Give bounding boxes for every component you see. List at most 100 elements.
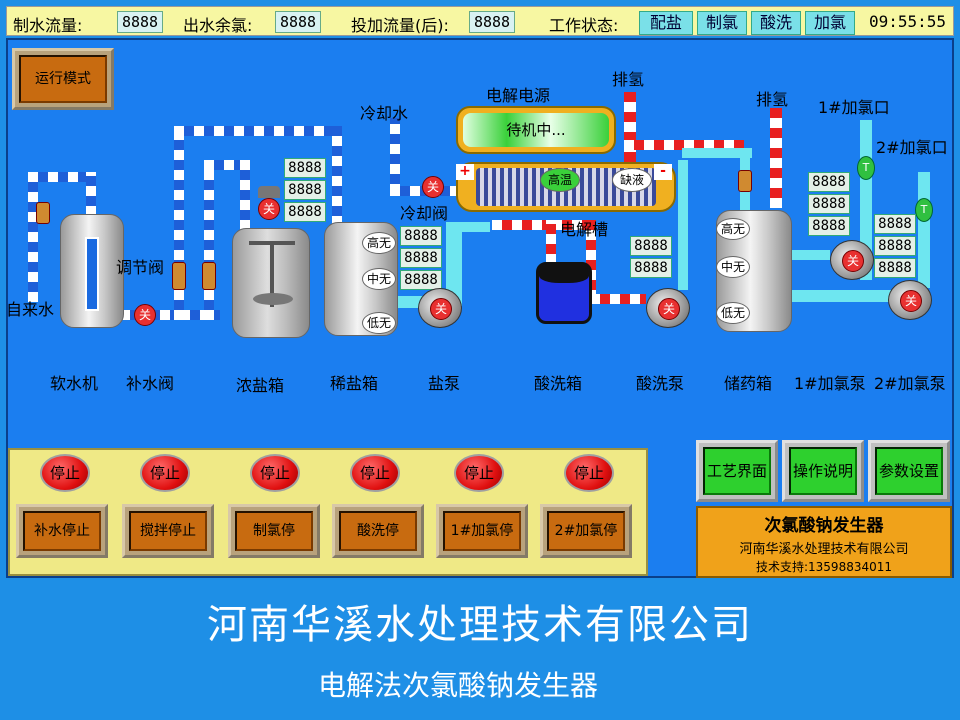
operation-guide-button[interactable]: 操作说明 xyxy=(782,440,864,502)
makeup-stop-button[interactable]: 补水停止 xyxy=(16,504,108,558)
equipment-label-storage-tank: 储药箱 xyxy=(724,374,773,393)
company-info-box: 次氯酸钠发生器 河南华溪水处理技术有限公司 技术支持:13598834011 xyxy=(696,506,952,578)
dilute-level-low: 低无 xyxy=(362,312,396,334)
tap-water-valve[interactable] xyxy=(36,202,50,224)
regulating-valve-1[interactable] xyxy=(172,262,186,290)
dosing-1-value-1: 8888 xyxy=(808,172,850,192)
concentrated-brine-tank xyxy=(232,228,310,338)
parameter-settings-button[interactable]: 参数设置 xyxy=(868,440,950,502)
dosing-port-2-pipe xyxy=(918,172,930,288)
dosing-port-2-valve[interactable]: T xyxy=(915,198,933,222)
regulating-valve-2[interactable] xyxy=(202,262,216,290)
brine-link-pipe xyxy=(204,160,250,170)
dosing-1-stop-lamp: 停止 xyxy=(454,454,504,492)
dosing-pump-2[interactable]: 关 xyxy=(888,280,932,320)
dosing-1-value-3: 8888 xyxy=(808,216,850,236)
state-dosing: 加氯 xyxy=(805,11,855,35)
stirring-stop-lamp: 停止 xyxy=(140,454,190,492)
run-mode-button[interactable]: 运行模式 xyxy=(12,48,114,110)
state-salt-mixing: 配盐 xyxy=(639,11,693,35)
loop-drop-pipe xyxy=(332,126,342,226)
electrolysis-power-supply: 待机中... xyxy=(456,106,616,154)
dosing-port-1-valve[interactable]: T xyxy=(857,156,875,180)
brine-value-1: 8888 xyxy=(284,158,326,178)
high-temp-indicator: 高温 xyxy=(540,168,580,192)
brine-feed-pipe xyxy=(240,160,250,230)
company-name: 河南华溪水处理技术有限公司 xyxy=(739,542,909,557)
dosing-2-readouts: 8888 8888 8888 xyxy=(874,214,916,280)
brine-value-2: 8888 xyxy=(284,180,326,200)
status-bar: 制水流量: 8888 出水余氯: 8888 投加流量(后): 8888 工作状态… xyxy=(6,6,954,36)
agitator-motor-icon xyxy=(258,186,280,198)
storage-level-mid: 中无 xyxy=(716,256,750,278)
anode-plus: + xyxy=(456,164,474,180)
regulating-valve-label: 调节阀 xyxy=(116,258,165,277)
acid-wash-stop-button[interactable]: 酸洗停 xyxy=(332,504,424,558)
top-loop-pipe xyxy=(174,126,340,136)
cooling-valve[interactable]: 关 xyxy=(422,176,444,198)
equipment-label-makeup-valve: 补水阀 xyxy=(126,374,175,393)
dosing-1-value-2: 8888 xyxy=(808,194,850,214)
work-state-label: 工作状态: xyxy=(549,16,619,35)
low-liquid-indicator: 缺液 xyxy=(612,168,652,192)
equipment-label-dosing-pump-1: 1#加氯泵 xyxy=(794,374,866,393)
regulating-riser xyxy=(204,160,214,320)
run-mode-label: 运行模式 xyxy=(19,55,107,103)
dosing-flow-label: 投加流量(后): xyxy=(351,16,449,35)
acid-pump-riser xyxy=(678,160,688,290)
dosing-1-readouts: 8888 8888 8888 xyxy=(808,172,850,238)
makeup-valve[interactable]: 关 xyxy=(134,304,156,326)
cooling-valve-label: 冷却阀 xyxy=(400,204,449,223)
dosing-1-stop-button[interactable]: 1#加氯停 xyxy=(436,504,528,558)
stirring-stop-button[interactable]: 搅拌停止 xyxy=(122,504,214,558)
residual-chlorine-label: 出水余氯: xyxy=(183,16,253,35)
cooling-water-label: 冷却水 xyxy=(360,104,409,123)
storage-level-low: 低无 xyxy=(716,302,750,324)
dosing-pump-1[interactable]: 关 xyxy=(830,240,874,280)
parameter-settings-label: 参数设置 xyxy=(875,447,943,495)
dosing-2-stop-button[interactable]: 2#加氯停 xyxy=(540,504,632,558)
dilute-level-mid: 中无 xyxy=(362,268,396,290)
brine-pump-status: 关 xyxy=(430,298,452,320)
state-acid-wash: 酸洗 xyxy=(751,11,801,35)
storage-inlet-valve[interactable] xyxy=(738,170,752,192)
hydrogen-header-pipe xyxy=(624,140,744,150)
brine-to-cell-pipe xyxy=(446,222,490,232)
dosing-pump-2-status: 关 xyxy=(900,290,922,312)
dilute-readouts: 8888 8888 8888 xyxy=(400,226,442,292)
product-name: 次氯酸钠发生器 xyxy=(764,516,884,536)
inlet-pipe xyxy=(28,172,96,182)
makeup-stop-lamp: 停止 xyxy=(40,454,90,492)
brine-readouts: 8888 8888 8888 xyxy=(284,158,326,224)
electrolytic-cell-label: 电解槽 xyxy=(560,220,609,239)
production-flow-label: 制水流量: xyxy=(13,16,83,35)
cell-outlet-pipe xyxy=(492,220,592,230)
equipment-label-concentrated-brine: 浓盐箱 xyxy=(236,376,285,395)
dosing-2-stop-lamp: 停止 xyxy=(564,454,614,492)
dosing-1-stop-label: 1#加氯停 xyxy=(443,511,521,551)
hydrogen-vent-2-label: 排氢 xyxy=(756,90,789,109)
operation-guide-label: 操作说明 xyxy=(789,447,857,495)
dosing-2-value-1: 8888 xyxy=(874,214,916,234)
water-softener xyxy=(60,214,124,328)
agitator-rod xyxy=(270,241,274,307)
chlorine-stop-button[interactable]: 制氯停 xyxy=(228,504,320,558)
acid-wash-pump[interactable]: 关 xyxy=(646,288,690,328)
acid-readouts: 8888 8888 xyxy=(630,236,672,280)
electrolysis-power-label: 电解电源 xyxy=(486,86,551,105)
residual-chlorine-value: 8888 xyxy=(275,11,321,33)
process-screen-button[interactable]: 工艺界面 xyxy=(696,440,778,502)
acid-value-1: 8888 xyxy=(630,236,672,256)
acid-return-pipe xyxy=(590,294,646,304)
makeup-pipe xyxy=(100,310,220,320)
state-chlorine-production: 制氯 xyxy=(697,11,747,35)
cell-drain-pipe xyxy=(586,220,596,300)
brine-valve[interactable]: 关 xyxy=(258,198,280,220)
brine-pump[interactable]: 关 xyxy=(418,288,462,328)
chlorine-stop-lamp: 停止 xyxy=(250,454,300,492)
acid-pump-status: 关 xyxy=(658,298,680,320)
dosing-pump-1-status: 关 xyxy=(842,250,864,272)
footer-product-title: 电解法次氯酸钠发生器 xyxy=(317,669,598,702)
dosing-2-value-2: 8888 xyxy=(874,236,916,256)
clock: 09:55:55 xyxy=(869,12,947,31)
